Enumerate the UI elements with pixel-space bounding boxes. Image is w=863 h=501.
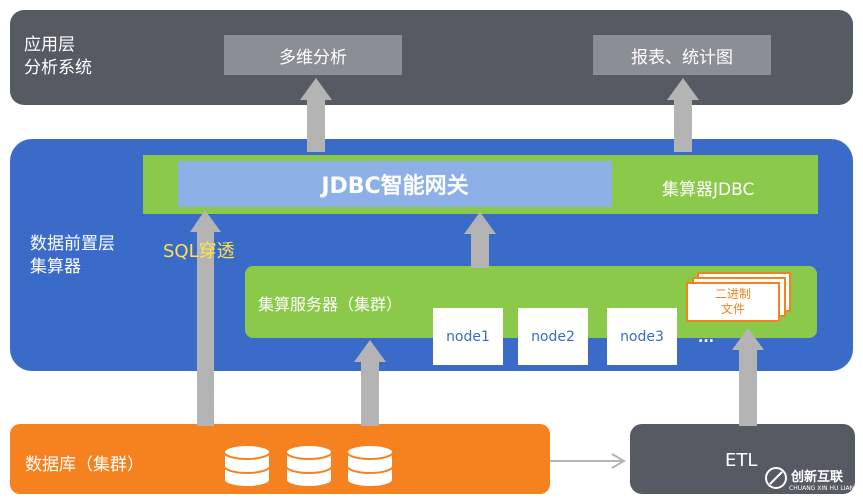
multidim-analysis-box: 多维分析 [224, 35, 402, 75]
arrow-up-to-report [667, 78, 699, 152]
etl-box [630, 424, 855, 494]
prelayer-title-line2: 集算器 [30, 257, 81, 277]
jdbc-gateway: JDBC智能网关 [178, 161, 612, 207]
prelayer-title-line1: 数据前置层 [30, 234, 115, 254]
sql-passthrough-label: SQL穿透 [163, 241, 235, 262]
database-icon-2 [285, 444, 333, 488]
watermark-logo-icon [765, 467, 787, 489]
database-label: 数据库（集群） [25, 455, 144, 475]
more-nodes-ellipsis: ... [698, 330, 714, 346]
report-chart-box: 报表、统计图 [593, 35, 771, 75]
node-3: node3 [607, 308, 677, 365]
node-2: node2 [518, 308, 588, 365]
watermark-text: 创新互联 [791, 470, 844, 485]
node-1: node1 [433, 308, 503, 365]
arrow-up-to-multidim [300, 78, 332, 152]
database-icon-3 [346, 444, 394, 488]
cluster-label: 集算服务器（集群） [258, 295, 403, 314]
etl-label: ETL [725, 450, 758, 471]
jdbc-label: 集算器JDBC [662, 180, 755, 200]
arrow-db-to-etl [550, 453, 626, 469]
arrow-etl-to-file [732, 328, 764, 426]
binary-file-icon: 二进制 文件 [686, 282, 780, 322]
arrow-sql-passthrough [190, 210, 221, 426]
database-layer [10, 424, 550, 494]
arrow-db-to-cluster [354, 340, 386, 426]
binary-file-line2: 文件 [720, 302, 745, 316]
prelayer-title: 数据前置层 集算器 [30, 233, 115, 279]
arrow-cluster-to-gateway [464, 212, 496, 268]
application-layer-title-line2: 分析系统 [24, 58, 92, 78]
application-layer-title-line1: 应用层 [24, 35, 75, 55]
binary-file-line1: 二进制 [714, 287, 751, 301]
database-icon-1 [223, 444, 271, 488]
watermark-subtext: CHUANG XIN HU LIAN [789, 485, 855, 492]
application-layer-title: 应用层 分析系统 [24, 34, 92, 80]
